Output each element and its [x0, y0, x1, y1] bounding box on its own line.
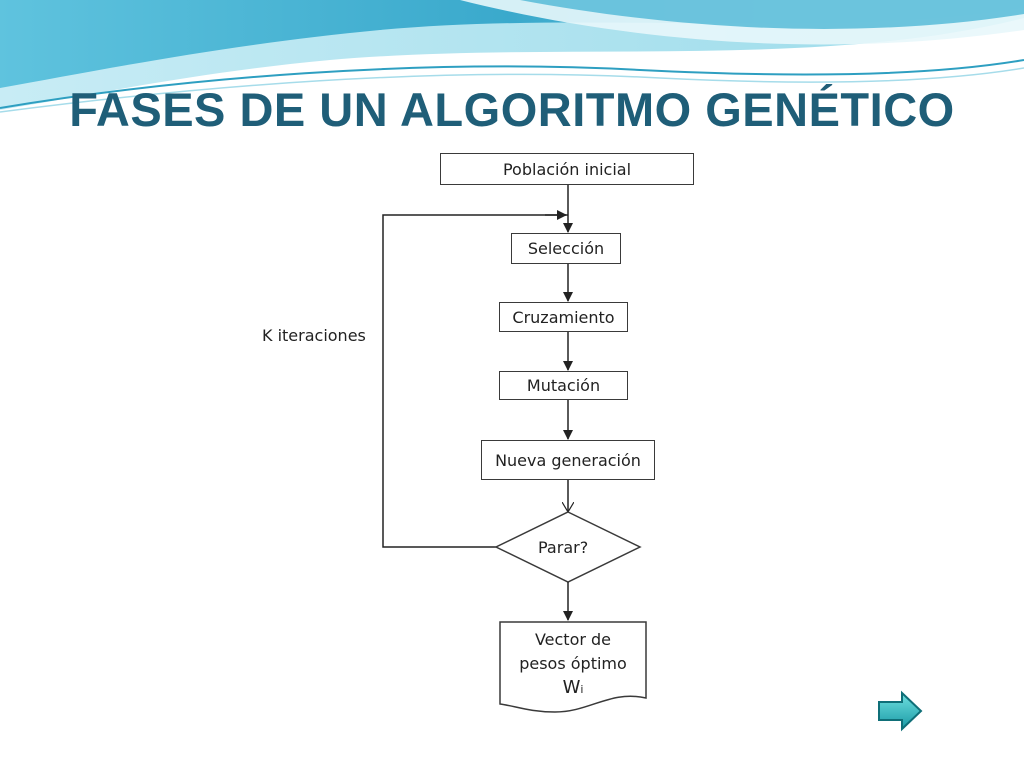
output-line-3: Wi [500, 676, 646, 702]
output-line-1: Vector de [534, 630, 612, 649]
next-slide-button[interactable] [876, 690, 924, 732]
output-line-2: pesos óptimo [519, 654, 627, 673]
step-mutation: Mutación [499, 371, 628, 400]
output-text: Vector de pesos óptimo Wi [500, 628, 646, 702]
step-initial-population: Población inicial [440, 153, 694, 185]
loop-iterations-label: K iteraciones [262, 326, 366, 345]
output-subscript: i [580, 683, 584, 696]
slide-title: FASES DE UN ALGORITMO GENÉTICO [69, 83, 955, 136]
step-crossover: Cruzamiento [499, 302, 628, 332]
right-arrow-icon [878, 690, 923, 732]
step-selection: Selección [511, 233, 621, 264]
loop-return-line [382, 214, 568, 548]
output-document-shape [499, 621, 647, 713]
decision-label: Parar? [538, 538, 589, 557]
output-symbol: W [562, 677, 581, 698]
header-wave-decoration [0, 0, 1024, 113]
step-new-generation: Nueva generación [481, 440, 655, 480]
